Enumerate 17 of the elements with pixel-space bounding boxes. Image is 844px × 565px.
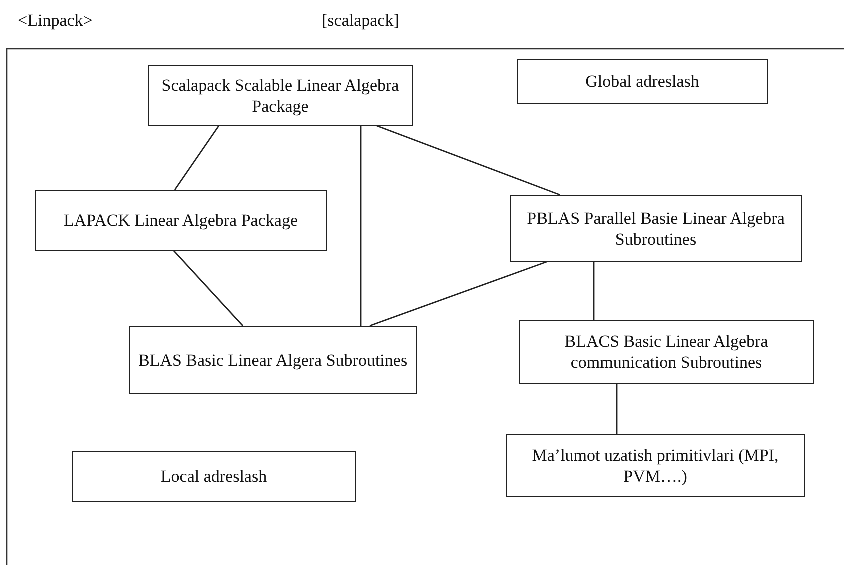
connector-line (360, 126, 362, 326)
library-box: BLAS Basic Linear Algera Subroutines (129, 326, 417, 394)
library-box: Scalapack Scalable Linear Algebra Package (148, 65, 413, 126)
heading-label: [scalapack] (322, 11, 400, 31)
library-box: Local adreslash (72, 451, 356, 502)
connector-line (593, 262, 595, 320)
connector-line (376, 125, 560, 196)
library-box: PBLAS Parallel Basie Linear Algebra Subroutines (510, 195, 802, 262)
connector-line (173, 250, 244, 326)
library-box: BLACS Basic Linear Algebra communication Subroutines (519, 320, 814, 384)
connector-line (370, 261, 548, 327)
library-box: Global adreslash (517, 59, 768, 104)
library-box: Ma’lumot uzatish primitivlari (MPI, PVM….) (506, 434, 805, 497)
library-box: LAPACK Linear Algebra Package (35, 190, 327, 251)
connector-line (616, 384, 618, 434)
connector-line (174, 126, 220, 190)
heading-label: <Linpack> (18, 11, 93, 31)
